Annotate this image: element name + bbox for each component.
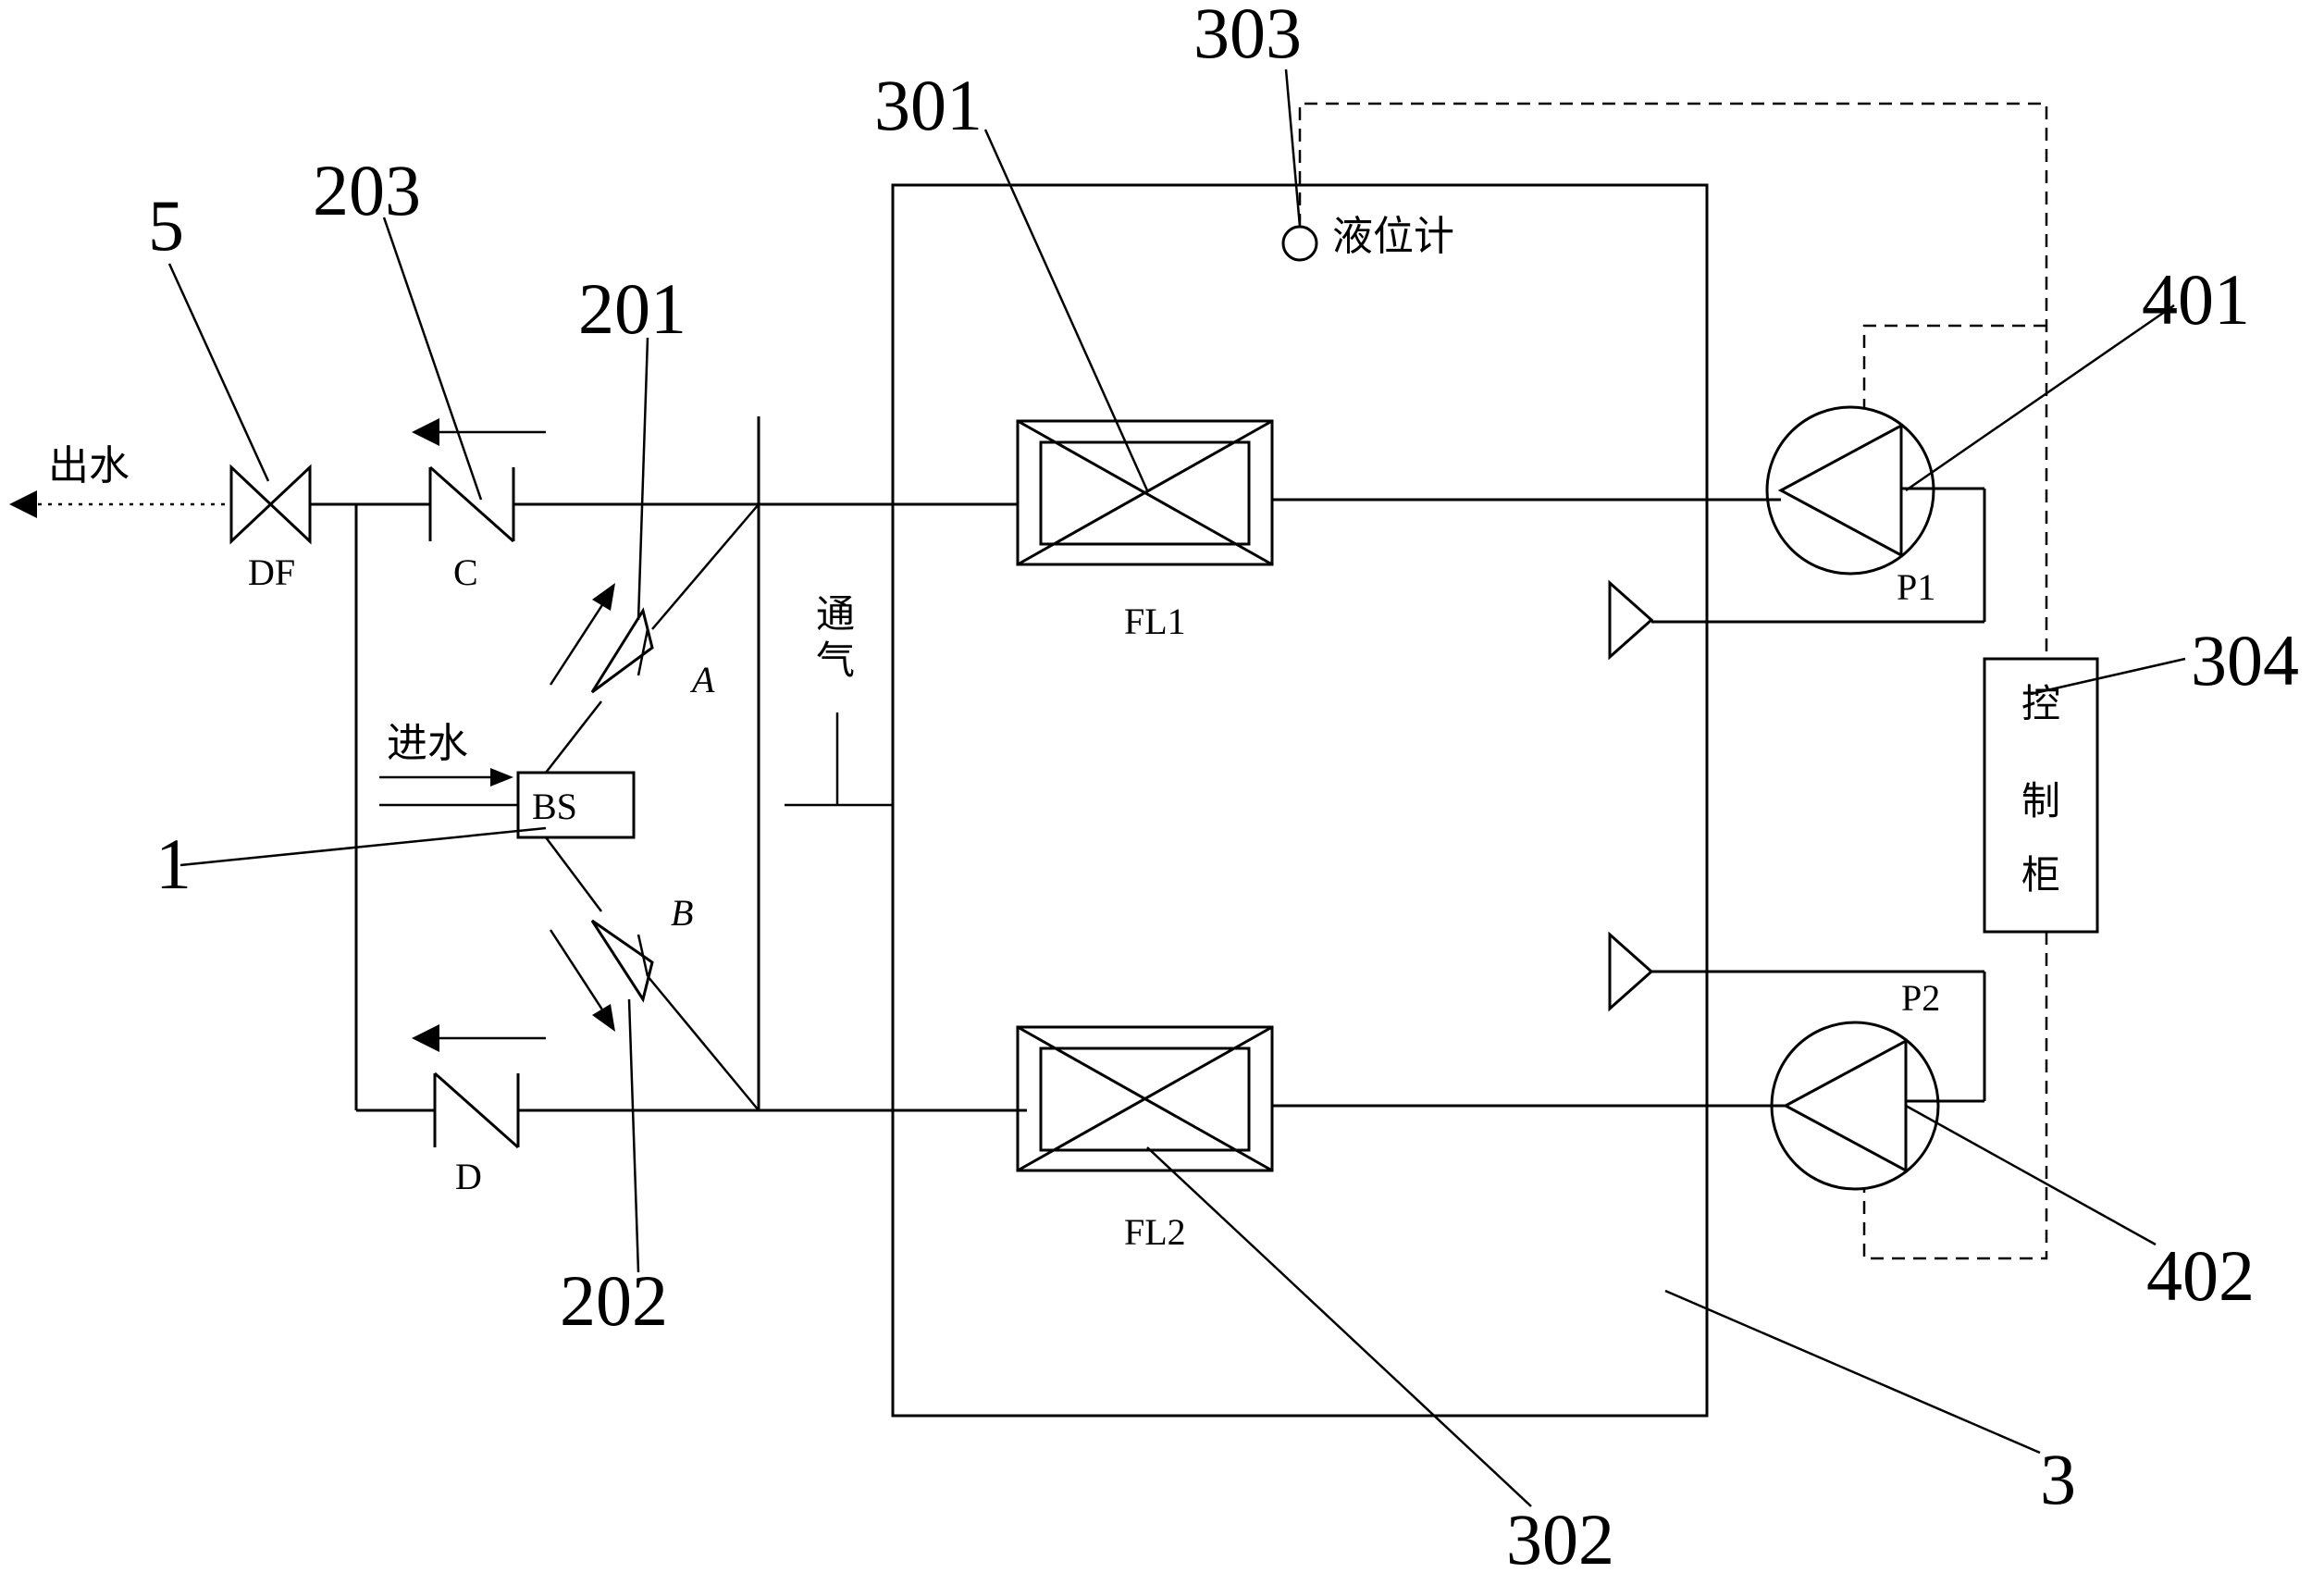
ref-302: 302 [1506, 1499, 1614, 1573]
check-valve-d-symbol [412, 1024, 546, 1149]
level-gauge-icon [1281, 225, 1318, 262]
control-cabinet-label-3: 柜 [2021, 852, 2060, 898]
valve-b-symbol [545, 836, 654, 1032]
outlet-pipe [9, 490, 759, 518]
inlet-water-label: 进水 [387, 720, 468, 767]
valve-a-label: A [689, 659, 715, 700]
vent-line [785, 712, 893, 807]
ball-sensor-box [516, 771, 636, 839]
valve-a-symbol [545, 583, 654, 774]
ref-1: 1 [155, 824, 192, 904]
vent-label-2: 气 [816, 638, 855, 683]
leader-lines [167, 68, 2186, 1507]
drain-valve-symbol [229, 464, 312, 545]
vent-label-1: 通 [816, 591, 855, 637]
ball-sensor-label: BS [532, 786, 577, 827]
ref-401: 401 [2142, 259, 2250, 340]
ref-202: 202 [560, 1260, 668, 1341]
ref-304: 304 [2191, 620, 2299, 700]
pump-p2-label: P2 [1901, 977, 1940, 1019]
pump-p1-label: P1 [1897, 566, 1935, 608]
outlet-arrow-icon [9, 490, 37, 518]
check-valve-c-symbol [412, 418, 546, 543]
filter-fl2-label: FL2 [1124, 1211, 1186, 1253]
ref-201: 201 [578, 268, 686, 349]
pump-p2 [1770, 1021, 1940, 1191]
water-tank [891, 183, 1709, 1418]
ref-203: 203 [313, 150, 421, 230]
inlet-arrows [379, 768, 518, 807]
filter-fl2 [1016, 1025, 1274, 1172]
ref-303: 303 [1193, 0, 1302, 73]
check-valve-d-label: D [455, 1156, 482, 1197]
return-nozzle-lower [1608, 931, 1986, 1103]
outlet-water-label: 出水 [48, 442, 130, 489]
level-gauge-label: 液位计 [1332, 213, 1454, 260]
ref-402: 402 [2146, 1235, 2255, 1316]
drain-valve-label: DF [248, 551, 295, 593]
ref-301: 301 [874, 65, 983, 145]
control-cabinet-label-2: 制 [2021, 778, 2060, 824]
pump-p1 [1765, 405, 1935, 576]
ref-5: 5 [148, 185, 184, 266]
valve-b-label: B [671, 892, 693, 934]
check-valve-c-label: C [453, 551, 478, 593]
ref-3: 3 [2040, 1439, 2076, 1519]
flow-arrow-icon [412, 1024, 439, 1052]
control-signal-lines [1298, 102, 2048, 1260]
return-nozzle-upper [1608, 487, 1986, 661]
diagonal-pipe-b [647, 975, 760, 1111]
filter-fl1 [1016, 419, 1274, 566]
filter-fl1-label: FL1 [1124, 601, 1186, 642]
flow-arrow-icon [412, 418, 439, 446]
control-cabinet-box [1983, 657, 2099, 934]
diagonal-pipe-a [651, 503, 760, 630]
